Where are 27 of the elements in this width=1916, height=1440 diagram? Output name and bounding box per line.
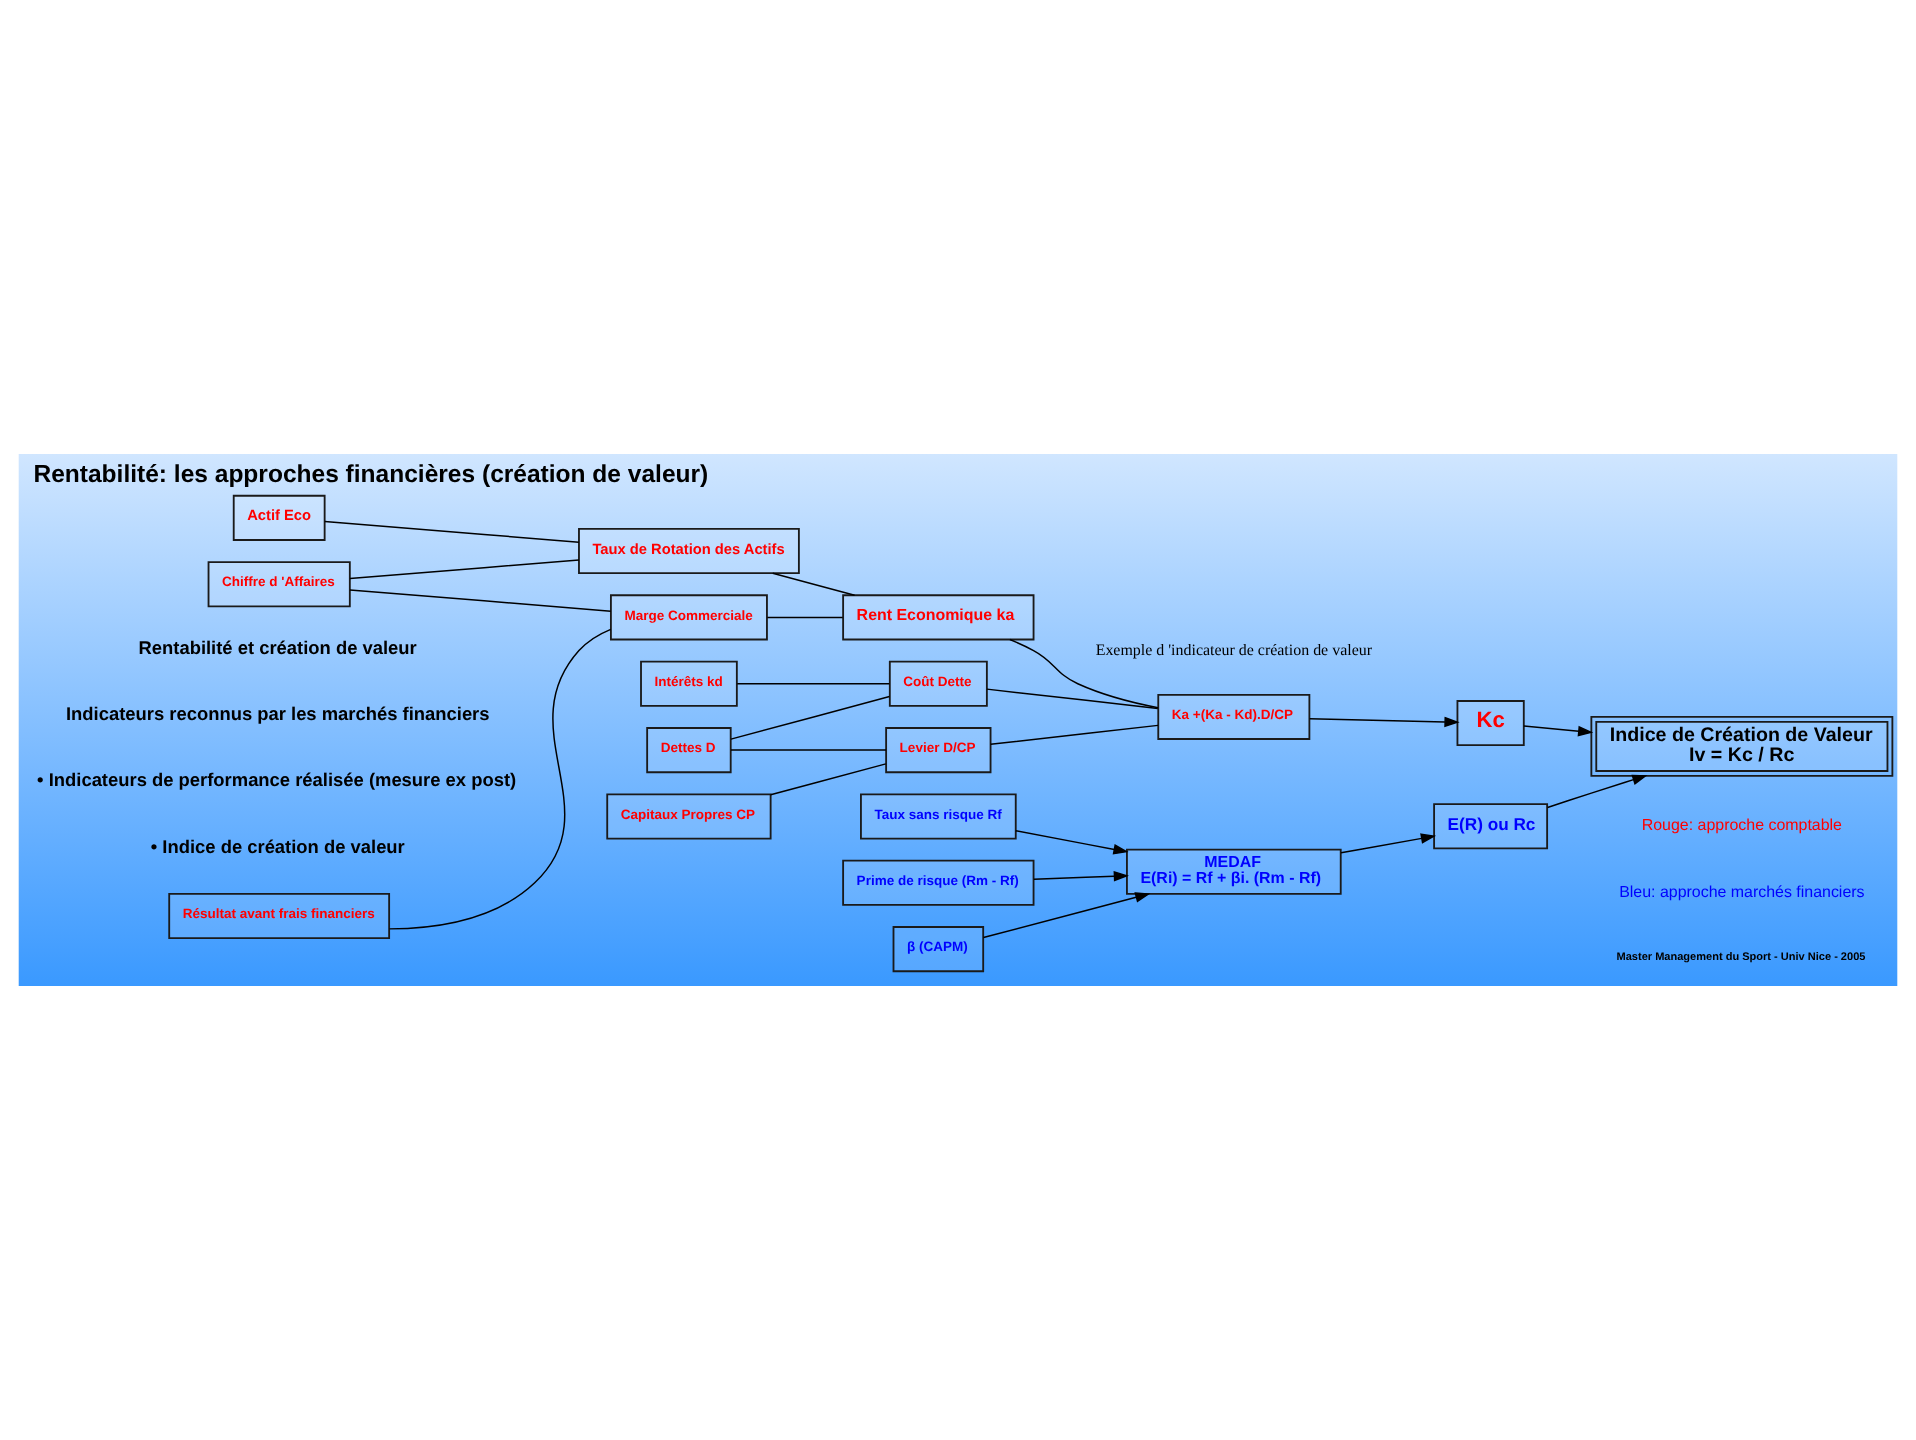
- connector: [349, 589, 612, 612]
- arrow: [982, 892, 1151, 939]
- arrow: [1546, 774, 1648, 809]
- connector: [730, 749, 887, 751]
- arrow: [1033, 870, 1129, 882]
- label: • Indice de création de valeur: [150, 836, 405, 857]
- connector: [989, 724, 1159, 746]
- connector: [1009, 638, 1159, 709]
- connector: [986, 688, 1159, 710]
- connector: [736, 683, 891, 685]
- node-box: Kc: [1456, 700, 1525, 747]
- arrow: [1340, 833, 1437, 854]
- label: • Indicateurs de performance réalisée (mesure ex post): [37, 770, 517, 791]
- connector: [769, 763, 887, 796]
- connector: [766, 616, 844, 619]
- connector: [349, 559, 580, 580]
- connector: [324, 520, 580, 543]
- connector: [772, 572, 856, 596]
- arrow: [1308, 716, 1460, 728]
- arrow: [1523, 725, 1594, 737]
- connector: [730, 695, 891, 740]
- connector: [388, 628, 612, 930]
- arrow: [1015, 830, 1129, 855]
- label: Rentabilité et création de valeur: [138, 637, 417, 658]
- diagram-title: Rentabilité: les approches financières (création de valeur): [33, 460, 709, 489]
- node-box: E(R) ou Rc: [1433, 803, 1549, 850]
- label: Indicateurs reconnus par les marchés financiers: [66, 704, 490, 724]
